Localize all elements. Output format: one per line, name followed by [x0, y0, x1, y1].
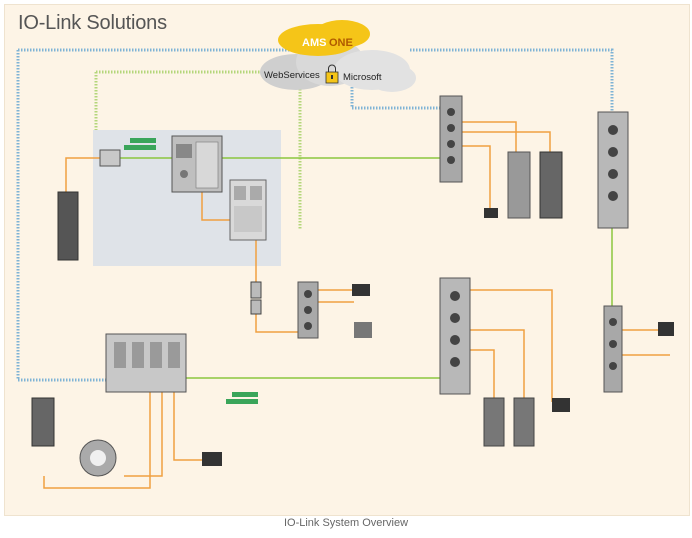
angle-sensor	[354, 322, 372, 338]
io-block-cabinet	[229, 179, 267, 241]
sensor-bottom-2	[513, 397, 535, 447]
page-title: IO-Link Solutions	[18, 12, 167, 34]
sensor-left	[31, 397, 55, 447]
iolink-master-top	[439, 95, 463, 183]
ethernet-lines	[120, 157, 613, 379]
cloud-services-label: WebServices	[264, 70, 320, 81]
io-hub-right	[603, 305, 623, 393]
cloud-brand-right: ONE	[329, 37, 353, 49]
signal-tower	[507, 151, 531, 219]
cloud-icon	[260, 20, 416, 92]
remote-io-station	[105, 333, 187, 393]
iolink-master-right	[597, 111, 629, 229]
gateway-module	[99, 149, 121, 167]
optical-sensor	[539, 151, 563, 219]
sensor-bottom-3	[552, 398, 570, 412]
profinet-badge-top	[124, 138, 156, 150]
sensor-bottom-1	[483, 397, 505, 447]
cloud-brand-left: AMS	[302, 37, 326, 49]
cloud-partner-label: Microsoft	[343, 72, 382, 83]
sensor-block-right	[658, 322, 674, 336]
sensor-block-small	[352, 284, 370, 296]
iolink-lines	[43, 121, 670, 489]
linear-sensor	[57, 191, 79, 261]
profinet-badge-bottom	[226, 392, 258, 404]
caption: IO-Link System Overview	[283, 517, 409, 529]
signal-tower-base	[484, 208, 498, 218]
connectors	[250, 281, 262, 315]
iolink-master-middle	[439, 277, 471, 395]
lock-icon	[325, 64, 339, 84]
binary-data-paths	[16, 48, 614, 382]
io-hub-center	[297, 281, 319, 339]
plc-controller	[171, 135, 223, 193]
sensor-block-bottom	[202, 452, 222, 466]
